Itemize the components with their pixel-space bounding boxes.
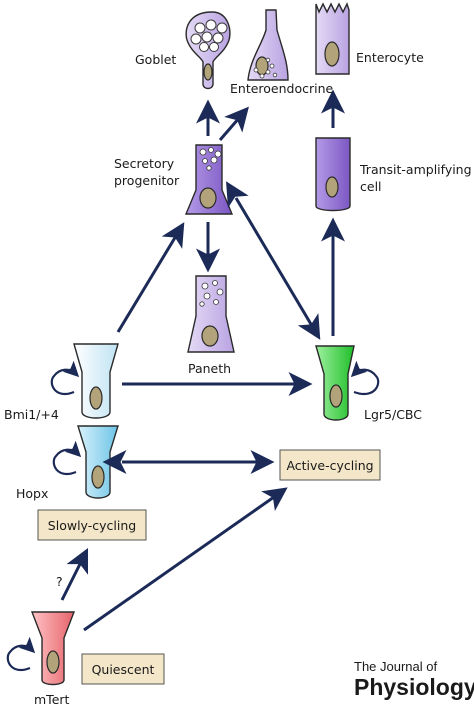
label-transit-amplifying-1: Transit-amplifying [359, 162, 472, 177]
label-question-mark: ? [56, 574, 63, 589]
bmi1-self-renewal-arrow [50, 360, 80, 395]
journal-logo-line2: Physiology [354, 674, 474, 700]
enteroendocrine-cell [247, 9, 289, 81]
arrow-mtert-to-active-cycling [83, 487, 288, 632]
label-secretory-progenitor-2: progenitor [114, 173, 180, 188]
quiescent-box: Quiescent [81, 653, 165, 685]
label-secretory-progenitor-1: Secretory [114, 156, 175, 171]
hopx-cell [77, 425, 119, 499]
label-enteroendocrine: Enteroendocrine [230, 81, 334, 96]
active-cycling-box: Active-cycling [279, 449, 381, 481]
label-mtert: mTert [34, 692, 70, 707]
active-cycling-label: Active-cycling [286, 458, 373, 473]
quiescent-label: Quiescent [92, 662, 155, 677]
arrow-secretory-to-enteroendocrine [218, 106, 249, 141]
label-lgr5: Lgr5/CBC [364, 407, 422, 422]
lgr5-cell [315, 345, 355, 421]
bmi1-cell [73, 343, 119, 419]
journal-logo-line1: The Journal of [354, 659, 437, 674]
secretory-progenitor-cell [184, 144, 234, 215]
label-paneth: Paneth [188, 361, 231, 376]
goblet-cell [185, 11, 231, 90]
label-enterocyte: Enterocyte [356, 50, 424, 65]
label-hopx: Hopx [16, 486, 48, 501]
label-goblet: Goblet [135, 52, 176, 67]
arrow-mtert-to-slowly-cycling [60, 547, 89, 601]
arrow-secretory-lgr5-bidirectional [226, 181, 321, 340]
enterocyte-cell [315, 2, 350, 75]
slowly-cycling-label: Slowly-cycling [48, 518, 136, 533]
paneth-cell [187, 275, 235, 353]
lgr5-self-renewal-arrow [350, 360, 380, 395]
slowly-cycling-box: Slowly-cycling [37, 509, 147, 541]
arrow-bmi1-to-secretory [116, 222, 185, 333]
transit-amplifying-cell [315, 137, 351, 212]
journal-logo: The Journal of Physiology [354, 659, 474, 700]
hopx-self-renewal-arrow [52, 440, 82, 475]
mtert-cell [30, 611, 76, 686]
mtert-self-renewal-arrow [6, 636, 36, 671]
label-bmi1: Bmi1/+4 [4, 407, 59, 422]
label-transit-amplifying-2: cell [360, 179, 382, 194]
